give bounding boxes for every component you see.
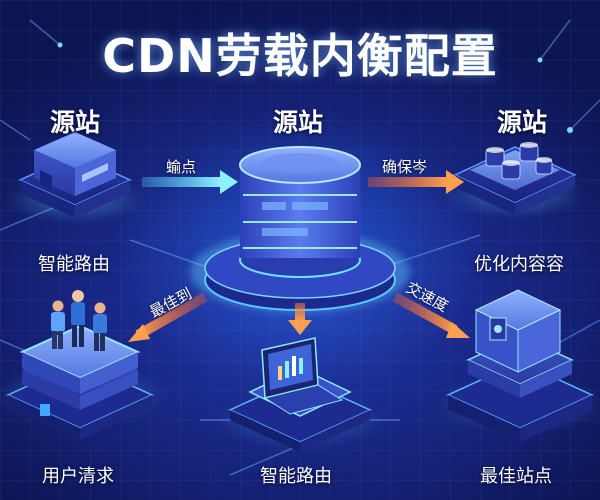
- people-figures: [51, 290, 107, 351]
- arrow-to-laptop: [288, 303, 312, 335]
- central-server: [190, 146, 410, 312]
- label-source-left: 源站: [50, 108, 101, 137]
- arrow-to-user: [128, 292, 208, 342]
- source-chip-right: [445, 142, 585, 217]
- label-source-center: 源站: [273, 108, 324, 137]
- arrow-to-center: [142, 170, 238, 194]
- label-smart-route-left: 智能路由: [38, 254, 110, 275]
- user-platform: [0, 324, 170, 440]
- label-optimize-content: 优化内容容: [474, 254, 564, 275]
- best-site-server: [435, 289, 600, 442]
- label-best-site: 最佳站点: [480, 466, 552, 487]
- arrow-to-right: [368, 170, 464, 194]
- label-arrow-to-center: 蝓点: [166, 158, 197, 176]
- arrow-to-best: [392, 292, 470, 338]
- laptop-platform: [215, 337, 385, 452]
- label-user-request: 用户清求: [42, 466, 114, 487]
- label-arrow-to-right: 确保岑: [382, 158, 428, 176]
- page-title: CDN劳载内衡配置: [102, 29, 498, 83]
- label-source-right: 源站: [497, 108, 548, 137]
- label-smart-route-bottom: 智能路由: [260, 466, 332, 487]
- source-building-left: [5, 132, 145, 222]
